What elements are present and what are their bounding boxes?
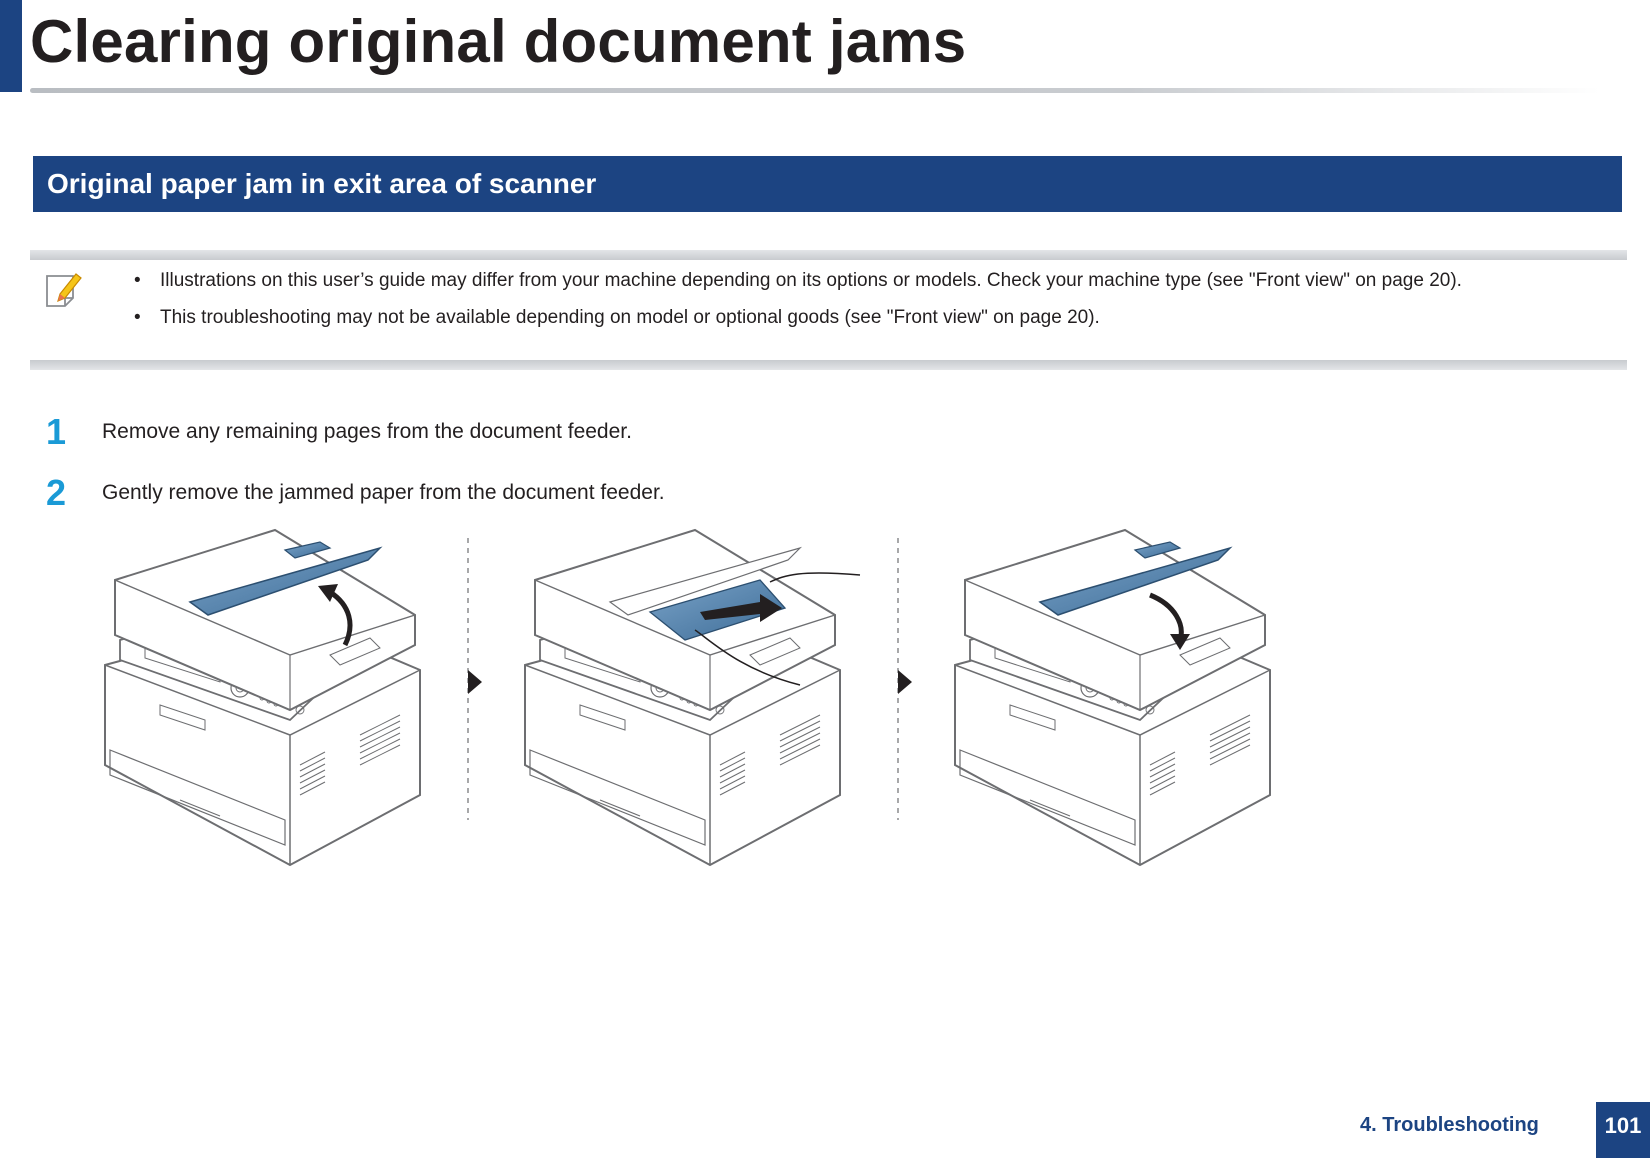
bullet: • — [134, 307, 141, 328]
note-bottom-rule — [30, 360, 1627, 370]
note-item-text: Illustrations on this user’s guide may d… — [160, 270, 1462, 291]
page-number: 101 — [1596, 1102, 1650, 1158]
page-title: Clearing original document jams — [30, 8, 967, 75]
step-number: 1 — [46, 411, 67, 452]
note-item: • This troubleshooting may not be availab… — [120, 305, 1462, 331]
step-text: Gently remove the jammed paper from the … — [102, 481, 665, 504]
printer-illustration-1 — [104, 529, 421, 866]
note-pencil-icon — [46, 273, 82, 307]
note-item-text: This troubleshooting may not be availabl… — [160, 307, 1100, 328]
note-top-rule — [30, 250, 1627, 260]
step-number: 2 — [46, 472, 67, 513]
footer-chapter-label: 4. Troubleshooting — [1360, 1114, 1539, 1136]
note-item: • Illustrations on this user’s guide may … — [120, 268, 1462, 294]
illustration-sequence — [104, 529, 1271, 866]
printer-illustration-2 — [524, 529, 861, 866]
note-list: • Illustrations on this user’s guide may … — [120, 268, 1462, 342]
section-header: Original paper jam in exit area of scann… — [33, 156, 1622, 212]
title-divider — [30, 88, 1600, 93]
note-box: • Illustrations on this user’s guide may … — [30, 250, 1627, 370]
next-arrow-icon — [898, 670, 912, 694]
printer-illustration-3 — [954, 529, 1271, 866]
title-accent-bar — [0, 0, 22, 92]
step-text: Remove any remaining pages from the docu… — [102, 420, 632, 443]
next-arrow-icon — [468, 670, 482, 694]
bullet: • — [134, 270, 141, 291]
